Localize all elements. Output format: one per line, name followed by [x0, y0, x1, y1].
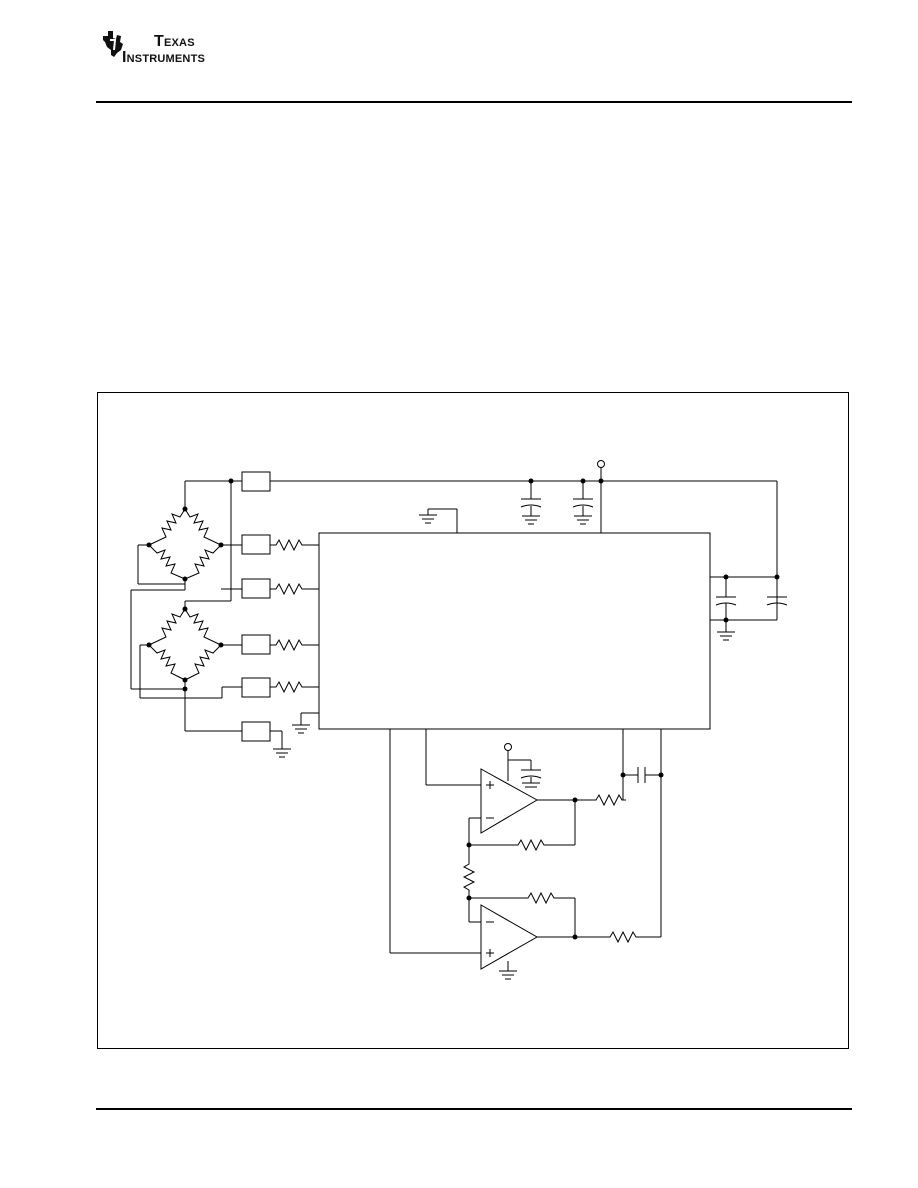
opamp-1: [480, 768, 539, 834]
footer-rule: [96, 1108, 852, 1110]
bridge-2-nodes: [146, 606, 224, 692]
opamp-junctions: [466, 772, 664, 940]
bridge-2: [139, 608, 242, 732]
decoupling-capacitor-2: [572, 481, 594, 525]
opamp-2: [480, 904, 539, 970]
bridge-1-nodes: [146, 506, 224, 582]
ic-top-ground: [419, 508, 458, 533]
opamp-supply-terminal: [504, 743, 512, 751]
texas-instruments-logo: Texas Instruments: [102, 30, 214, 70]
input-network: [241, 534, 319, 758]
brand-line-1: Texas: [154, 33, 195, 50]
header-rule: [96, 101, 852, 103]
ti-state-outline-icon: [103, 31, 123, 57]
right-cap-junction-1: [723, 574, 729, 580]
right-cap-junction-2: [723, 617, 729, 623]
figure-frame: [97, 392, 849, 1049]
vcc-terminal: [597, 460, 605, 468]
ic-block: [318, 532, 711, 730]
opamp-wiring: [389, 729, 662, 980]
right-side-capacitors: [710, 576, 788, 641]
top-resistor-box: [241, 471, 271, 492]
brand-line-2: Instruments: [122, 49, 206, 66]
bridge-1: [137, 481, 242, 585]
decoupling-capacitor-1: [520, 481, 542, 525]
